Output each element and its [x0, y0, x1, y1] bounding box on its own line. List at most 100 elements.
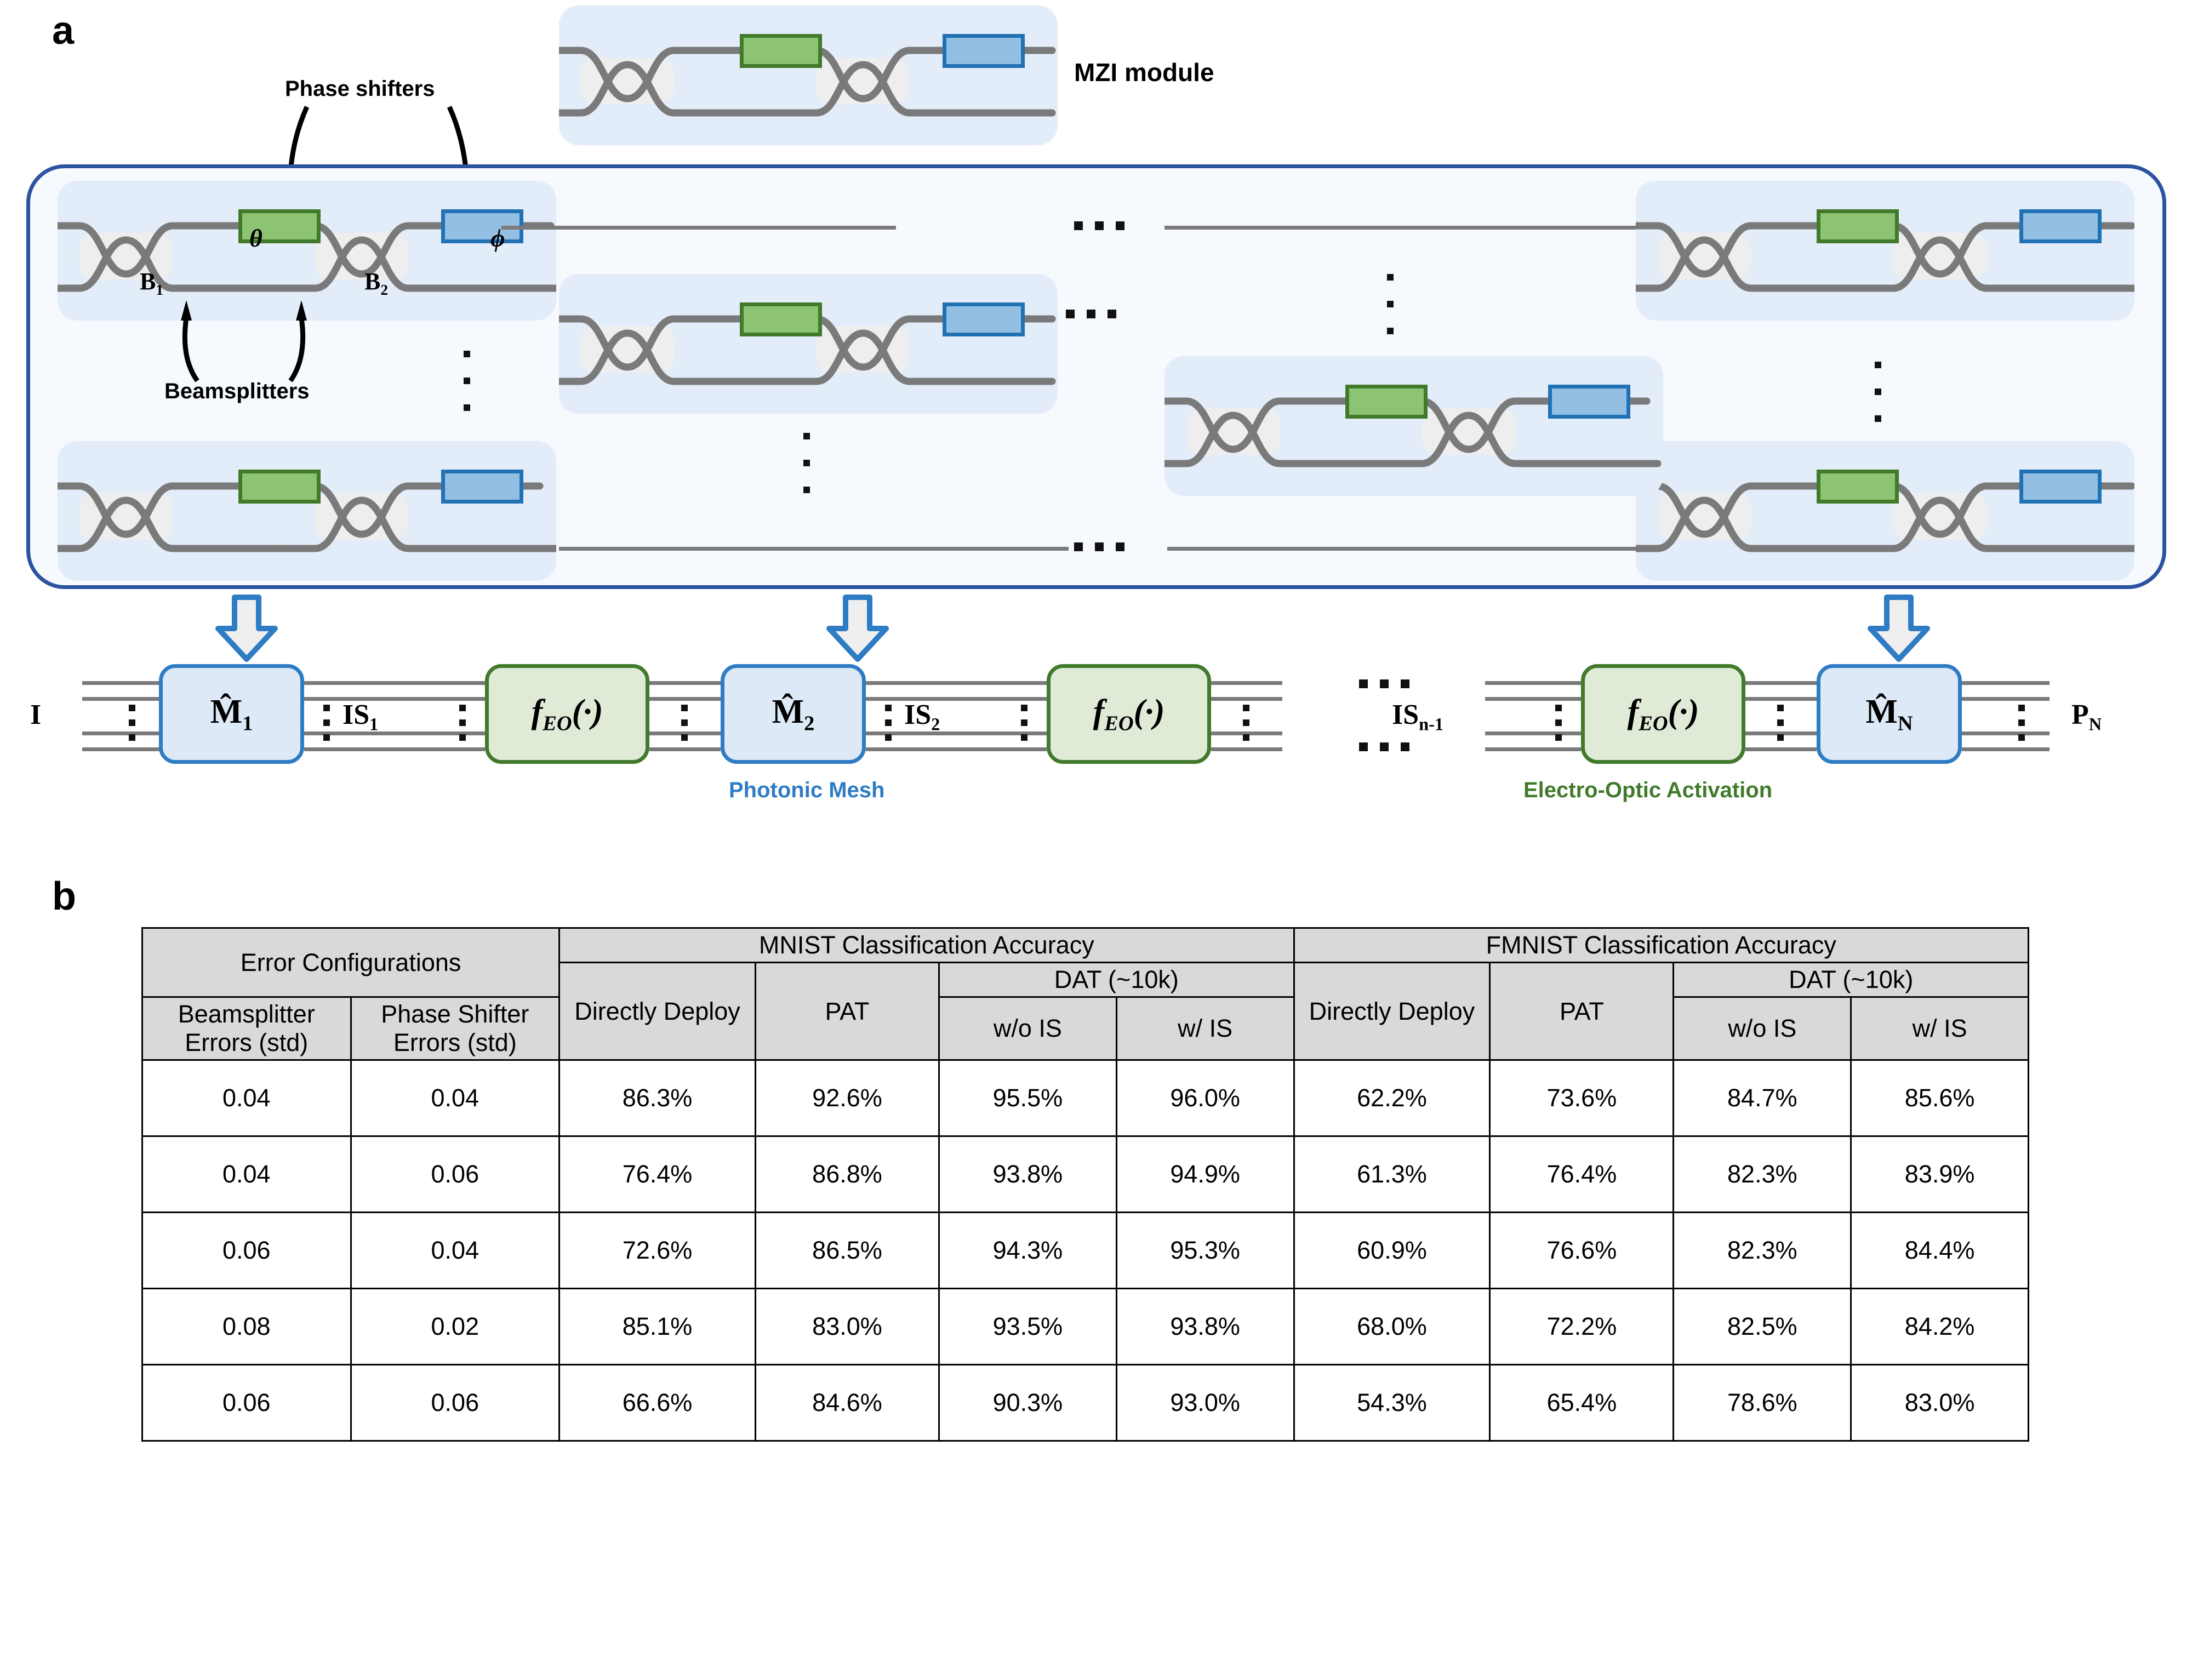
a3-vdots	[1777, 705, 1784, 741]
pipeline-ellipsis-top	[1359, 679, 1409, 688]
cell-fmnist-directly-deploy: 54.3%	[1293, 1364, 1491, 1442]
cell-fmnist-directly-deploy: 68.0%	[1293, 1288, 1491, 1365]
mzi-module-r2c3	[1164, 356, 1663, 496]
cell-mnist-dat-wo-is: 90.3%	[938, 1364, 1117, 1442]
wire-a3-3	[1745, 732, 1817, 735]
phase-shifter-phi-box	[943, 34, 1025, 68]
wire-a2-1	[1211, 681, 1282, 685]
phase-shifter-theta-box-r1c3	[1817, 209, 1899, 243]
wire-in-3	[82, 732, 170, 735]
is2-vdots-left	[885, 705, 892, 741]
wire-a2-4	[1211, 747, 1282, 751]
cell-fmnist-pat: 73.6%	[1489, 1059, 1675, 1137]
phase-shifter-phi-box-r2c2	[943, 302, 1025, 336]
waveguide-bottom-right	[1167, 547, 1644, 551]
cell-bs-errors: 0.08	[141, 1288, 352, 1365]
cell-mnist-directly-deploy: 66.6%	[558, 1364, 756, 1442]
block-activation-1-label: fEO(·)	[531, 693, 603, 735]
wire-a3-1	[1745, 681, 1817, 685]
output-vertical-ellipsis	[2018, 705, 2025, 741]
phase-shifter-theta-box-r3c3	[1817, 470, 1899, 504]
wire-in-4	[82, 747, 170, 751]
vertical-ellipsis-right	[1874, 362, 1882, 422]
beamsplitter-b1-label: B1	[140, 267, 163, 299]
cell-fmnist-dat-w-is: 84.4%	[1850, 1212, 2029, 1289]
table-header-row-2: Directly Deploy PAT DAT (~10k) Directly …	[142, 962, 2029, 1061]
phase-shifter-theta-box	[740, 34, 822, 68]
cell-ps-errors: 0.02	[350, 1288, 561, 1365]
cell-mnist-directly-deploy: 72.6%	[558, 1212, 756, 1289]
block-mesh-m1-label: M̂1	[210, 693, 253, 735]
wire-is1-3	[304, 732, 485, 735]
cell-bs-errors: 0.06	[141, 1212, 352, 1289]
cell-bs-errors: 0.06	[141, 1364, 352, 1442]
wire-is1-4	[304, 747, 485, 751]
wire-out-4	[1962, 747, 2050, 751]
wire-a1-4	[649, 747, 721, 751]
header-fmnist-w-is: w/ IS	[1850, 996, 2029, 1061]
vertical-ellipsis-center-upper	[1386, 274, 1394, 334]
mzi-module-label: MZI module	[1074, 58, 1214, 87]
wire-is1-1	[304, 681, 485, 685]
vertical-ellipsis-left	[463, 351, 471, 411]
cell-mnist-dat-wo-is: 93.8%	[938, 1135, 1117, 1213]
is2-label: IS2	[904, 699, 940, 734]
wire-in-1	[82, 681, 170, 685]
cell-fmnist-dat-wo-is: 84.7%	[1672, 1059, 1852, 1137]
phi-symbol: ϕ	[490, 224, 505, 252]
cell-fmnist-directly-deploy: 61.3%	[1293, 1135, 1491, 1213]
mzi-module-r3c1	[58, 441, 556, 581]
cell-ps-errors: 0.06	[350, 1364, 561, 1442]
header-fmnist-directly-deploy: Directly Deploy	[1293, 962, 1491, 1061]
wire-a3-2	[1745, 697, 1817, 701]
b1-text: B	[140, 268, 156, 295]
phase-shifter-phi-box-r3c1	[441, 470, 523, 504]
header-error-configurations: Error Configurations	[141, 927, 561, 998]
wire-in-2	[82, 697, 170, 701]
block-mesh-mn-label: M̂N	[1865, 693, 1913, 735]
cell-mnist-dat-wo-is: 95.5%	[938, 1059, 1117, 1137]
table-header-row-3: Beamsplitter Errors (std) Phase Shifter …	[141, 996, 2029, 1061]
ellipsis-row2	[1066, 310, 1116, 318]
cell-fmnist-dat-wo-is: 82.3%	[1672, 1212, 1852, 1289]
is1-label: IS1	[342, 699, 379, 734]
header-mnist-accuracy: MNIST Classification Accuracy	[558, 927, 1295, 963]
phase-shifter-theta-box-r1c1	[238, 209, 321, 243]
phase-shifter-theta-box-r3c1	[238, 470, 321, 504]
cell-mnist-dat-w-is: 95.3%	[1115, 1212, 1295, 1289]
cell-mnist-dat-w-is: 93.8%	[1115, 1288, 1295, 1365]
a1-vdots	[681, 705, 688, 741]
table-head: Error Configurations MNIST Classificatio…	[141, 927, 2030, 1061]
wire-a3-4	[1745, 747, 1817, 751]
header-mnist-directly-deploy: Directly Deploy	[558, 962, 756, 1061]
input-label: I	[30, 699, 42, 730]
wire-out-2	[1962, 697, 2050, 701]
panel-a-label: a	[52, 9, 75, 53]
phase-shifters-label: Phase shifters	[285, 77, 435, 101]
header-fmnist-accuracy: FMNIST Classification Accuracy	[1293, 927, 2030, 963]
ellipsis-top-row	[1074, 221, 1124, 230]
mzi-module-r1c3	[1636, 181, 2134, 321]
cell-mnist-pat: 83.0%	[754, 1288, 940, 1365]
header-bs-errors: Beamsplitter Errors (std)	[141, 996, 352, 1061]
cell-mnist-dat-wo-is: 93.5%	[938, 1288, 1117, 1365]
cell-fmnist-dat-w-is: 85.6%	[1850, 1059, 2029, 1137]
waveguide-bottom-left	[559, 547, 1069, 551]
phase-shifter-phi-box-r3c3	[2019, 470, 2102, 504]
electro-optic-caption: Electro-Optic Activation	[1523, 778, 1773, 802]
cell-mnist-directly-deploy: 76.4%	[558, 1135, 756, 1213]
cell-mnist-dat-w-is: 96.0%	[1115, 1059, 1295, 1137]
cell-mnist-dat-w-is: 94.9%	[1115, 1135, 1295, 1213]
down-arrow-2	[826, 595, 889, 662]
b1-sub: 1	[156, 281, 163, 298]
down-arrow-1	[215, 595, 278, 662]
cell-bs-errors: 0.04	[141, 1135, 352, 1213]
wire-a1-1	[649, 681, 721, 685]
cell-fmnist-dat-w-is: 84.2%	[1850, 1288, 2029, 1365]
cell-mnist-dat-w-is: 93.0%	[1115, 1364, 1295, 1442]
cell-mnist-dat-wo-is: 94.3%	[938, 1212, 1117, 1289]
